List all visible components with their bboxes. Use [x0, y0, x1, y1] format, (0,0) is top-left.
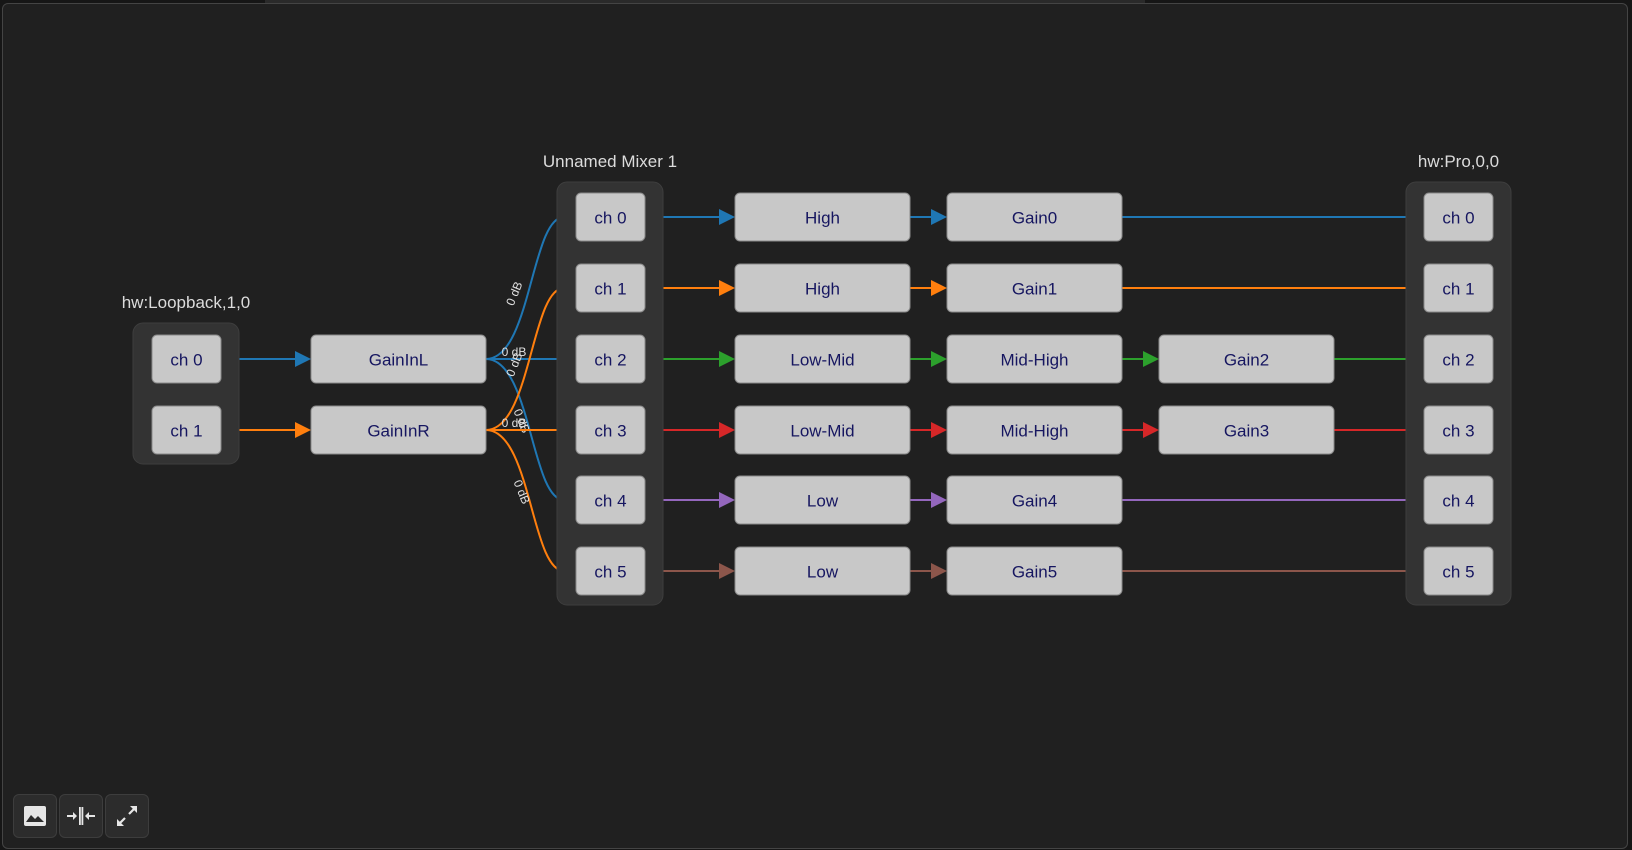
row4-gain4-label: Gain4 [1012, 492, 1057, 511]
row3-low-mid-label: Low-Mid [790, 422, 854, 441]
pro-ch3-label: ch 3 [1442, 422, 1474, 441]
row0-gain0-label: Gain0 [1012, 209, 1057, 228]
row1-gain1-label: Gain1 [1012, 280, 1057, 299]
edge-row3-1 [910, 422, 947, 438]
loopback-ch1-label: ch 1 [170, 422, 202, 441]
mixer-ch4-label: ch 4 [594, 492, 626, 511]
group-pro-title: hw:Pro,0,0 [1418, 152, 1499, 171]
pro-ch4-label: ch 4 [1442, 492, 1474, 511]
row2-mid-high[interactable]: Mid-High [946, 334, 1123, 384]
mixer-ch3-label: ch 3 [594, 422, 626, 441]
edge-row2-1 [910, 351, 947, 367]
row3-gain3[interactable]: Gain3 [1158, 405, 1335, 455]
pro-ch2[interactable]: ch 2 [1423, 334, 1494, 384]
edge-row5-1 [910, 563, 947, 579]
edge-row4-1 [910, 492, 947, 508]
group-loopback-title: hw:Loopback,1,0 [122, 293, 251, 312]
mixer-ch1-label: ch 1 [594, 280, 626, 299]
node-gaininl-label: GainInL [369, 351, 429, 370]
node-gaininr-label: GainInR [367, 422, 429, 441]
fullscreen-button[interactable] [105, 794, 149, 838]
nodes-layer: hw:Loopback,1,0 Unnamed Mixer 1 hw:Pro,0,0… [122, 152, 1512, 606]
mixer-ch0[interactable]: ch 0 [575, 192, 646, 242]
row4-low[interactable]: Low [734, 475, 911, 525]
loopback-ch1[interactable]: ch 1 [151, 405, 222, 455]
mix-edge-gain-label: 0 dB [503, 280, 525, 308]
edge-row5-out [1122, 563, 1424, 579]
loopback-ch0[interactable]: ch 0 [151, 334, 222, 384]
row3-gain3-label: Gain3 [1224, 422, 1269, 441]
mixer-ch2[interactable]: ch 2 [575, 334, 646, 384]
row3-mid-high[interactable]: Mid-High [946, 405, 1123, 455]
mixer-ch0-label: ch 0 [594, 209, 626, 228]
pro-ch0-label: ch 0 [1442, 209, 1474, 228]
mix-edge-gain-label: 0 dB [502, 345, 527, 359]
row2-gain2-label: Gain2 [1224, 351, 1269, 370]
row3-mid-high-label: Mid-High [1000, 422, 1068, 441]
row3-low-mid[interactable]: Low-Mid [734, 405, 911, 455]
mix-edge-gain-label: 0 dB [502, 416, 527, 430]
pro-ch2-label: ch 2 [1442, 351, 1474, 370]
row2-low-mid[interactable]: Low-Mid [734, 334, 911, 384]
edge-row3-2 [1122, 422, 1159, 438]
edge-row0-out [1122, 209, 1424, 225]
row2-low-mid-label: Low-Mid [790, 351, 854, 370]
image-icon [24, 806, 46, 826]
pro-ch5-label: ch 5 [1442, 563, 1474, 582]
pro-ch1-label: ch 1 [1442, 280, 1474, 299]
row1-gain1[interactable]: Gain1 [946, 263, 1123, 313]
mixer-ch2-label: ch 2 [594, 351, 626, 370]
group-mixer-title: Unnamed Mixer 1 [543, 152, 677, 171]
mixer-ch3[interactable]: ch 3 [575, 405, 646, 455]
background-toolbar [265, 0, 1145, 4]
edge-row1-1 [910, 280, 947, 296]
pipeline-graph: 0 dB0 dB0 dB0 dB0 dB0 dBhw:Loopback,1,0U… [122, 152, 1512, 606]
save-image-button[interactable] [13, 794, 57, 838]
pro-ch5[interactable]: ch 5 [1423, 546, 1494, 596]
mixer-ch5[interactable]: ch 5 [575, 546, 646, 596]
row4-gain4[interactable]: Gain4 [946, 475, 1123, 525]
row2-gain2[interactable]: Gain2 [1158, 334, 1335, 384]
edge-row4-out [1122, 492, 1424, 508]
loopback-ch0-label: ch 0 [170, 351, 202, 370]
row5-gain5[interactable]: Gain5 [946, 546, 1123, 596]
pro-ch0[interactable]: ch 0 [1423, 192, 1494, 242]
expand-icon [117, 806, 137, 826]
row2-mid-high-label: Mid-High [1000, 351, 1068, 370]
pro-ch3[interactable]: ch 3 [1423, 405, 1494, 455]
fit-width-button[interactable] [59, 794, 103, 838]
graph-toolbar [13, 794, 149, 838]
edge-row2-2 [1122, 351, 1159, 367]
node-gaininl[interactable]: GainInL [310, 334, 487, 384]
pro-ch1[interactable]: ch 1 [1423, 263, 1494, 313]
pro-ch4[interactable]: ch 4 [1423, 475, 1494, 525]
row1-high[interactable]: High [734, 263, 911, 313]
edge-row1-out [1122, 280, 1424, 296]
node-gaininr[interactable]: GainInR [310, 405, 487, 455]
row1-high-label: High [805, 280, 840, 299]
row0-high-label: High [805, 209, 840, 228]
row5-low-label: Low [807, 563, 839, 582]
mixer-ch1[interactable]: ch 1 [575, 263, 646, 313]
row0-high[interactable]: High [734, 192, 911, 242]
row0-gain0[interactable]: Gain0 [946, 192, 1123, 242]
row5-low[interactable]: Low [734, 546, 911, 596]
mixer-ch5-label: ch 5 [594, 563, 626, 582]
edge-row0-1 [910, 209, 947, 225]
row4-low-label: Low [807, 492, 839, 511]
row5-gain5-label: Gain5 [1012, 563, 1057, 582]
compress-horizontal-icon [67, 807, 95, 825]
mix-edge-gain-label: 0 dB [511, 478, 533, 506]
mixer-ch4[interactable]: ch 4 [575, 475, 646, 525]
